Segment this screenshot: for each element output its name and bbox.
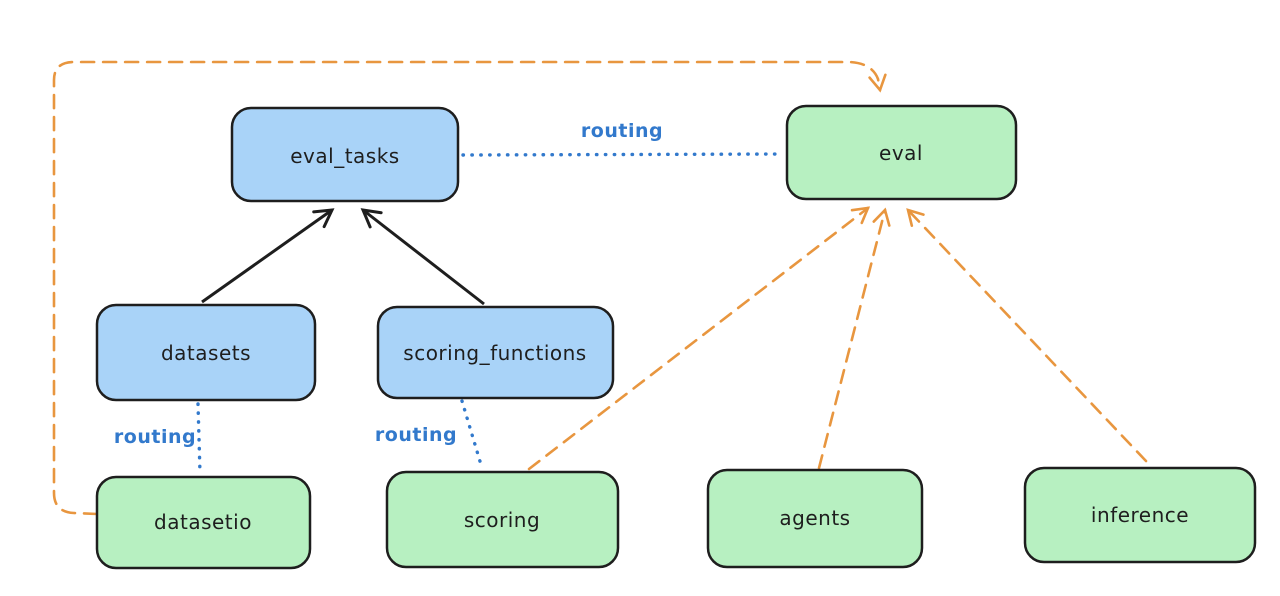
edge-datasetio-eval [52, 60, 887, 516]
node-inference-box[interactable] [1023, 466, 1257, 564]
edge-datasets-eval-tasks [201, 208, 335, 304]
node-datasets-box[interactable] [95, 303, 317, 402]
edge-label-routing-scoring: routing [375, 424, 457, 446]
node-eval-tasks-label: eval_tasks [290, 144, 399, 168]
node-datasets-label: datasets [161, 341, 251, 365]
edge-eval-tasks-eval [461, 152, 785, 157]
node-agents[interactable]: agents [706, 468, 924, 569]
node-scoring[interactable]: scoring [385, 470, 620, 569]
node-scoring-box[interactable] [385, 470, 620, 569]
node-inference-label: inference [1091, 503, 1189, 527]
node-eval-box[interactable] [785, 104, 1018, 201]
node-scoring-label: scoring [464, 508, 540, 532]
node-eval-tasks-box[interactable] [230, 106, 460, 203]
node-eval-tasks[interactable]: eval_tasks [230, 106, 460, 203]
node-agents-label: agents [779, 506, 850, 530]
edge-scoring-functions-eval-tasks [360, 208, 485, 306]
node-datasetio[interactable]: datasetio [95, 475, 312, 570]
edge-scoring-functions-scoring [460, 399, 484, 470]
edge-label-routing-top: routing [581, 120, 663, 142]
edge-label-routing-datasetio: routing [114, 426, 196, 448]
node-scoring-functions-label: scoring_functions [403, 341, 586, 365]
node-inference[interactable]: inference [1023, 466, 1257, 564]
edge-agents-eval [817, 207, 891, 470]
node-scoring-functions[interactable]: scoring_functions [376, 305, 615, 400]
node-datasets[interactable]: datasets [95, 303, 317, 402]
edge-scoring-eval [527, 206, 871, 471]
node-eval[interactable]: eval [785, 104, 1018, 201]
node-datasetio-box[interactable] [95, 475, 312, 570]
edge-inference-eval [906, 208, 1148, 463]
node-datasetio-label: datasetio [154, 510, 252, 534]
node-eval-label: eval [879, 141, 923, 165]
node-scoring-functions-box[interactable] [376, 305, 615, 400]
edge-datasets-datasetio [196, 402, 202, 475]
node-agents-box[interactable] [706, 468, 924, 569]
